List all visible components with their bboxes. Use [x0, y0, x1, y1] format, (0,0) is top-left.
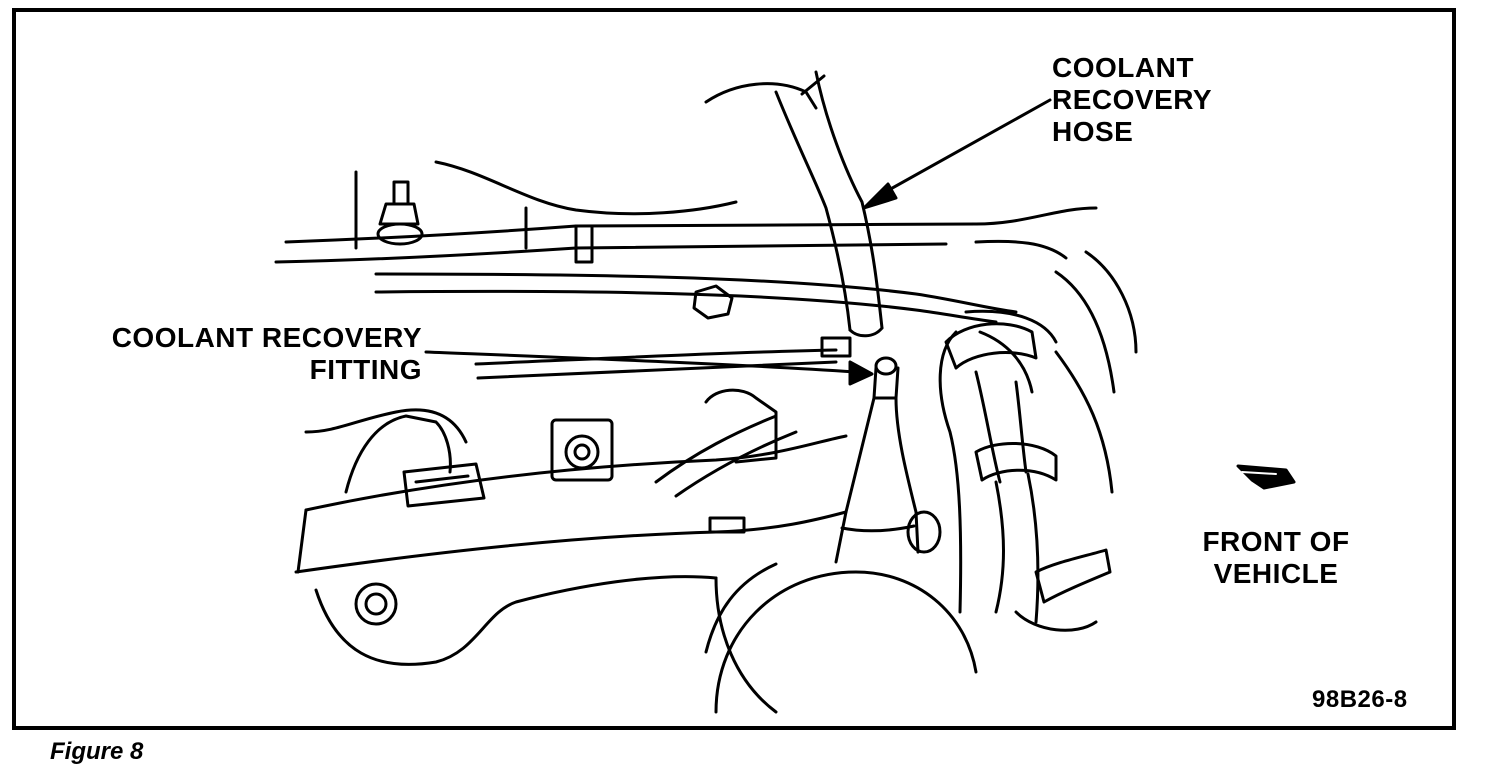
front-of-vehicle-label: FRONT OF VEHICLE [1196, 526, 1356, 590]
figure-frame: COOLANT RECOVERY HOSE COOLANT RECOVERY F… [12, 8, 1456, 730]
hose-label-line-3: HOSE [1052, 116, 1134, 147]
middle-bolt [692, 284, 734, 320]
rail-clip [820, 336, 852, 358]
coolant-recovery-hose [774, 70, 884, 338]
throttle-body [704, 510, 978, 714]
fitting-label-line-2: FITTING [309, 354, 422, 385]
coolant-recovery-fitting-label: COOLANT RECOVERY FITTING [82, 322, 422, 386]
left-connector [344, 414, 486, 508]
hose-clamps [944, 322, 1112, 632]
small-tab [708, 516, 746, 534]
hose-label-line-1: COOLANT [1052, 52, 1194, 83]
front-label-line-1: FRONT OF [1202, 526, 1350, 557]
front-label-line-2: VEHICLE [1213, 558, 1339, 589]
intake-manifold [294, 408, 848, 714]
coolant-recovery-fitting [834, 356, 920, 564]
fitting-leader-arrow [424, 350, 874, 386]
right-hoses [938, 239, 1138, 624]
square-mount [550, 418, 614, 482]
fitting-label-line-1: COOLANT RECOVERY [111, 322, 422, 353]
figure-code: 98B26-8 [1312, 686, 1408, 713]
lower-left-plug [354, 582, 398, 626]
figure-caption: Figure 8 [50, 738, 144, 765]
front-of-vehicle-arrow-icon [1236, 464, 1296, 490]
top-bolt [376, 180, 424, 246]
fuel-lines [374, 272, 1018, 380]
hose-leader-arrow [862, 98, 1052, 210]
coolant-recovery-hose-label: COOLANT RECOVERY HOSE [1052, 52, 1212, 148]
engine-line-drawing [274, 70, 1296, 714]
center-injector [654, 388, 798, 498]
hose-label-line-2: RECOVERY [1052, 84, 1213, 115]
engine-housing [274, 82, 1098, 264]
